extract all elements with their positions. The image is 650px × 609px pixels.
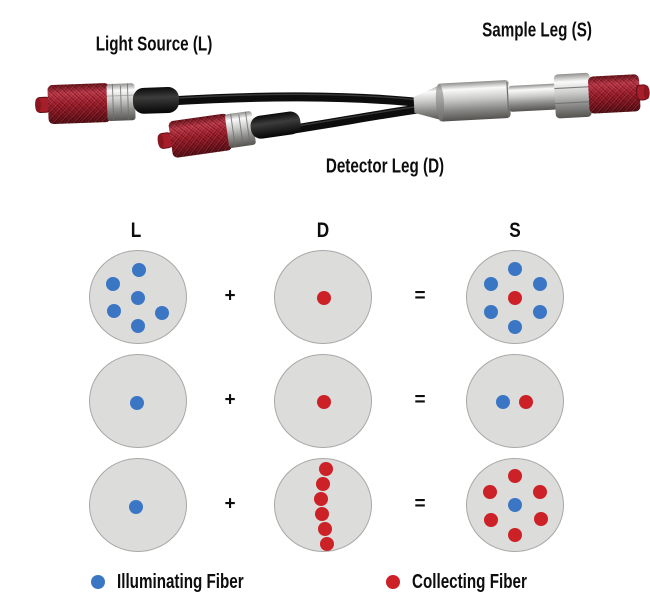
equals-sign: = — [414, 389, 426, 411]
plus-sign: + — [224, 389, 236, 411]
illuminating-fiber-dot — [508, 498, 522, 512]
collecting-fiber-dot — [508, 528, 522, 542]
detector-cable — [289, 102, 437, 134]
equals-sign: = — [414, 493, 426, 515]
legend-item-illuminating: Illuminating Fiber — [91, 570, 284, 593]
illuminating-fiber-dot — [132, 263, 146, 277]
collecting-fiber-dot — [320, 537, 334, 551]
illuminating-fiber-dot — [131, 291, 145, 305]
illuminating-fiber-dot — [129, 500, 143, 514]
collecting-fiber-dot — [484, 513, 498, 527]
collecting-fiber-dot — [483, 485, 497, 499]
fiber-face-l-row1 — [89, 250, 187, 344]
illuminating-fiber-dot — [508, 262, 522, 276]
fiber-face-d-row2 — [274, 354, 372, 448]
illuminating-fiber-dot — [496, 395, 510, 409]
illuminating-fiber-dot — [484, 305, 498, 319]
collecting-fiber-dot — [317, 291, 331, 305]
label-detector-leg: Detector Leg (D) — [325, 155, 445, 178]
legend-label-collecting: Collecting Fiber — [412, 570, 527, 593]
collecting-fiber-dot — [508, 469, 522, 483]
collecting-fiber-dot — [319, 462, 333, 476]
column-header-d: D — [316, 219, 330, 242]
collecting-fiber-dot — [318, 522, 332, 536]
collecting-fiber-legend-dot — [386, 575, 400, 589]
detector-connector — [157, 111, 301, 158]
illuminating-fiber-dot — [484, 277, 498, 291]
collecting-fiber-dot — [314, 492, 328, 506]
plus-sign: + — [224, 493, 236, 515]
illuminating-fiber-dot — [107, 304, 121, 318]
sample-connector — [413, 72, 650, 122]
legend-item-collecting: Collecting Fiber — [386, 570, 563, 593]
illuminating-fiber-dot — [130, 396, 144, 410]
collecting-fiber-dot — [533, 485, 547, 499]
collecting-fiber-dot — [519, 395, 533, 409]
fiber-face-s-row2 — [466, 354, 564, 448]
equals-sign: = — [414, 285, 426, 307]
illuminating-fiber-dot — [131, 319, 145, 333]
label-light-source: Light Source (L) — [95, 33, 213, 56]
illuminating-fiber-dot — [533, 305, 547, 319]
label-sample-leg: Sample Leg (S) — [482, 19, 592, 42]
plus-sign: + — [224, 285, 236, 307]
illuminating-fiber-dot — [508, 320, 522, 334]
column-header-s: S — [509, 219, 521, 242]
illuminating-fiber-dot — [155, 306, 169, 320]
illuminating-fiber-dot — [106, 277, 120, 291]
fiber-face-d-row1 — [274, 250, 372, 344]
collecting-fiber-dot — [316, 477, 330, 491]
legend-label-illuminating: Illuminating Fiber — [117, 570, 244, 593]
light-source-connector — [35, 83, 180, 124]
fiber-face-d-row3 — [274, 458, 372, 552]
fiber-face-s-row3 — [466, 458, 564, 552]
fiber-face-l-row3 — [89, 458, 187, 552]
illuminating-fiber-legend-dot — [91, 575, 105, 589]
fiber-face-s-row1 — [466, 250, 564, 344]
collecting-fiber-dot — [317, 395, 331, 409]
column-header-l: L — [130, 219, 142, 242]
cable-photo-illustration — [35, 72, 650, 158]
collecting-fiber-dot — [508, 291, 522, 305]
collecting-fiber-dot — [315, 507, 329, 521]
fiber-face-l-row2 — [89, 354, 187, 448]
light-source-cable — [165, 92, 437, 109]
collecting-fiber-dot — [534, 512, 548, 526]
illuminating-fiber-dot — [533, 277, 547, 291]
